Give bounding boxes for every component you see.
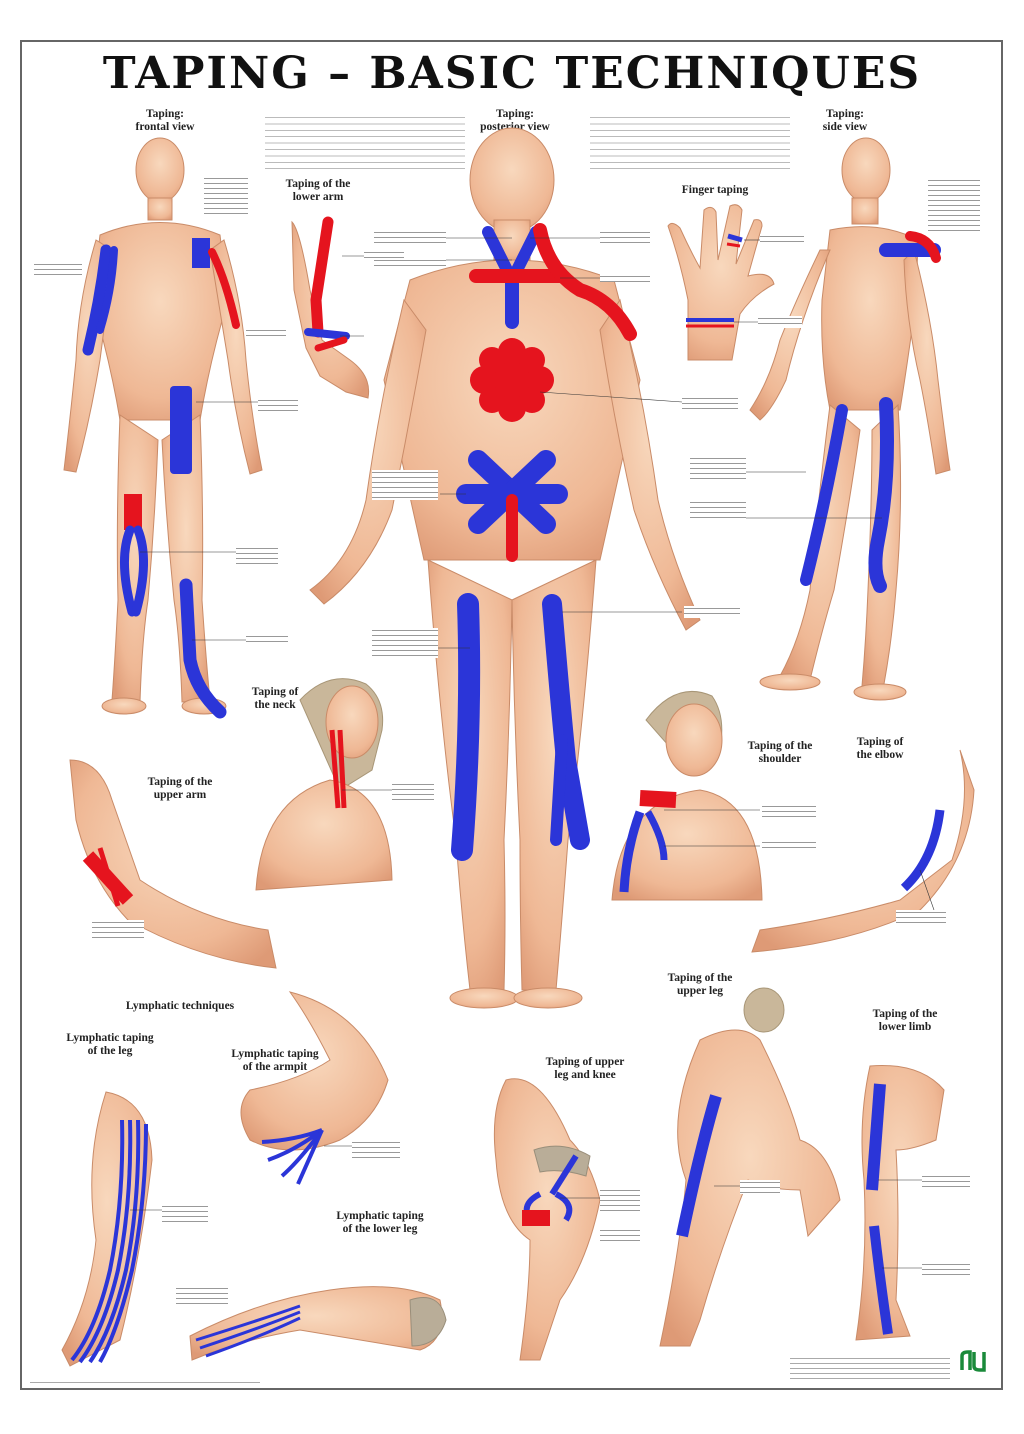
annotation-block [758,316,802,328]
lower-limb-figure [855,1065,945,1341]
annotation-block [760,234,804,246]
annotation-block [740,1180,780,1194]
upper-leg-knee-figure [493,1078,601,1361]
label-side-view: Taping: side view [822,108,868,133]
annotation-block [600,274,650,282]
label-lymphatic-armpit: Lymphatic taping of the armpit [231,1048,319,1073]
lymphatic-lower-leg-figure [189,1286,447,1361]
label-lymphatic-leg: Lymphatic taping of the leg [66,1032,154,1057]
annotation-block [896,910,946,924]
annotation-block [928,178,980,234]
annotation-block [352,1140,400,1158]
elbow-figure [751,749,975,953]
label-upper-leg-knee: Taping of upper leg and knee [545,1056,625,1081]
finger-tapes [686,233,743,328]
annotation-block [236,546,278,564]
annotation-block [922,1262,970,1276]
side-tapes [800,231,941,593]
footer-copyright [790,1356,950,1382]
intro-paragraph-right [590,114,790,174]
lower-arm-figure [291,220,370,399]
annotation-block [176,1286,228,1308]
label-lower-limb: Taping of the lower limb [872,1008,938,1033]
annotation-block [92,920,144,940]
label-upper-leg: Taping of the upper leg [667,972,733,997]
label-shoulder: Taping of the shoulder [747,740,813,765]
annotation-block [600,230,650,244]
annotation-block [392,782,434,800]
annotation-block [162,1204,208,1222]
annotation-block [34,262,82,278]
upper-leg-figure [659,987,841,1347]
annotation-block [690,456,746,482]
poster-title: TAPING – BASIC TECHNIQUES [102,48,922,99]
annotation-block [246,328,286,340]
shoulder-figure [611,690,763,901]
annotation-block [374,258,446,266]
neck-figure [255,678,393,891]
label-neck: Taping of the neck [251,686,299,711]
label-frontal-view: Taping: frontal view [135,108,195,133]
lower-arm-tapes [304,216,350,352]
upper-arm-figure [69,759,277,969]
lymphatic-armpit-figure [240,991,389,1185]
label-lymphatic-lower-leg: Lymphatic taping of the lower leg [336,1210,424,1235]
annotation-block [762,804,816,818]
annotation-block [372,470,438,500]
annotation-block [246,634,288,646]
posterior-tapes [451,223,637,861]
side-figure [749,137,951,701]
annotation-block [600,1188,640,1214]
annotation-block [762,840,816,852]
label-upper-arm: Taping of the upper arm [147,776,213,801]
lymphatic-leg-figure [61,1091,153,1367]
intro-paragraph-left [265,114,465,174]
annotation-block [258,398,298,412]
label-elbow: Taping of the elbow [856,736,904,761]
footer-note-left [30,1380,260,1386]
annotation-block [684,606,740,618]
hand-figure [667,204,775,361]
publisher-logo-icon [958,1346,988,1376]
annotation-block [374,230,446,244]
annotation-block [922,1174,970,1188]
annotation-block [204,176,248,216]
annotation-block [690,500,746,520]
annotation-block [600,1228,640,1242]
label-lower-arm: Taping of the lower arm [285,178,351,203]
label-finger-taping: Finger taping [681,184,749,196]
frontal-figure [63,137,263,715]
annotation-block [682,396,738,410]
frontal-tapes [82,238,240,719]
annotation-block [372,628,438,658]
label-lymphatic-techniques: Lymphatic techniques [125,1000,235,1012]
